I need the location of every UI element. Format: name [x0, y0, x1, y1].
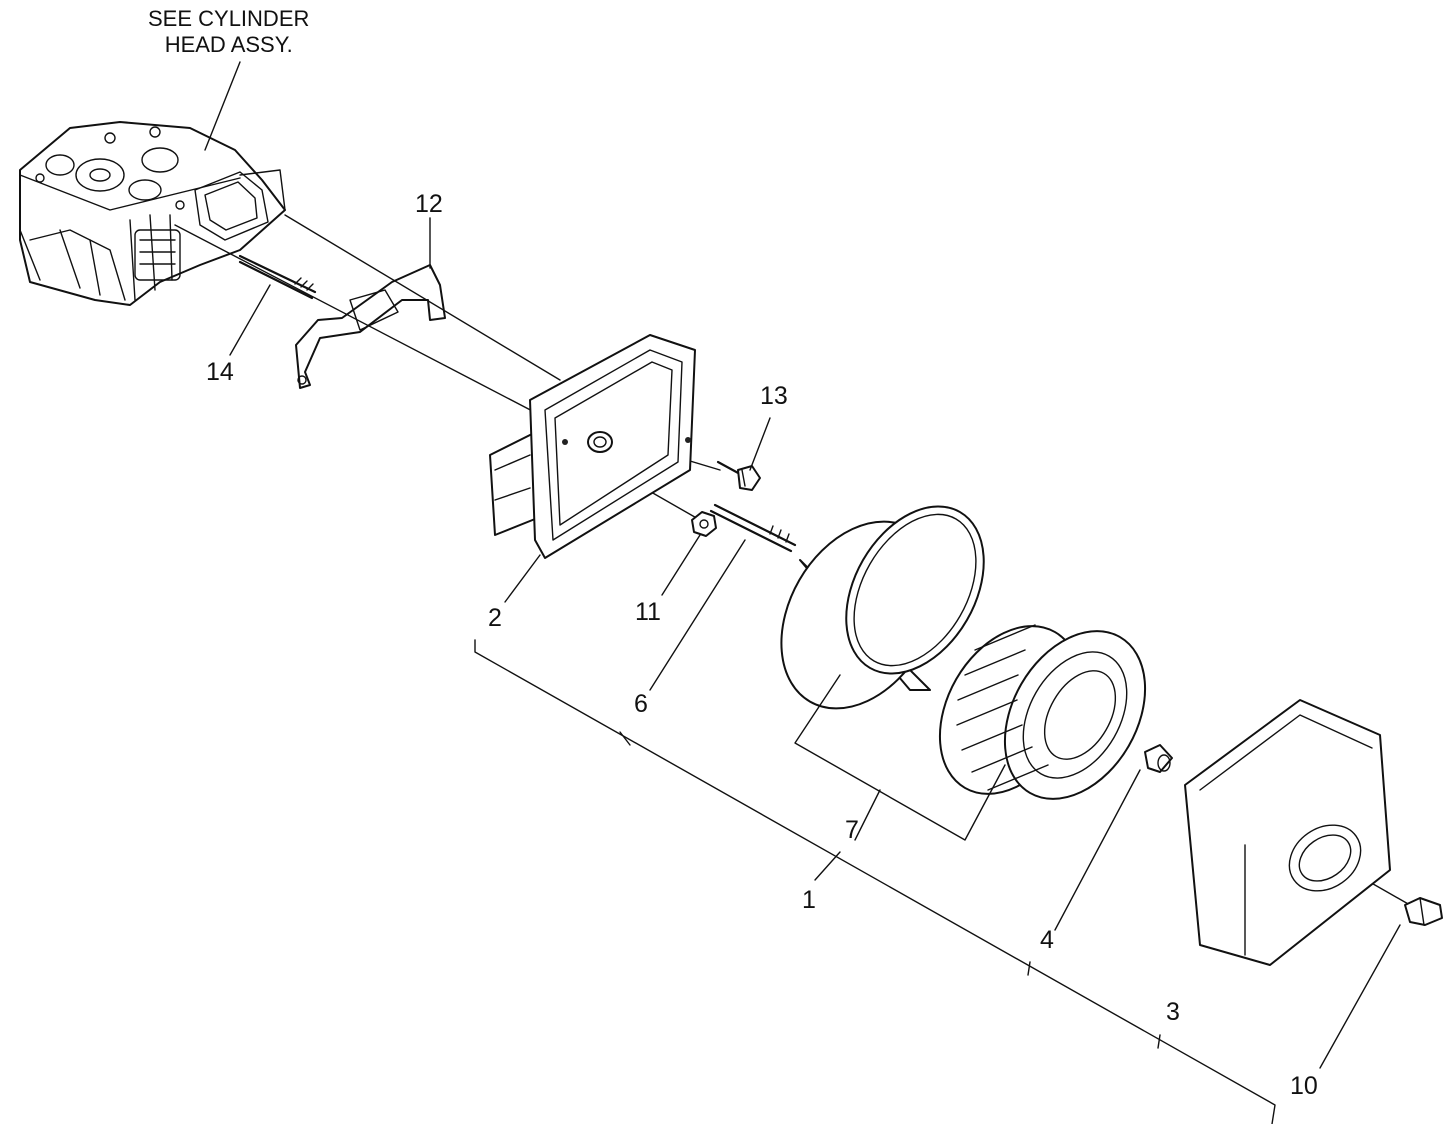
- callout-14: 14: [206, 358, 234, 386]
- air-cleaner-cover: [1184, 699, 1391, 966]
- leader-lines: [204, 61, 1401, 1124]
- callout-3: 3: [1166, 998, 1180, 1026]
- note-line-2: HEAD ASSY.: [164, 32, 293, 57]
- callout-11: 11: [635, 598, 661, 626]
- callout-12: 12: [415, 190, 443, 218]
- note-line-1: SEE CYLINDER: [148, 6, 310, 31]
- stud-14: [238, 254, 317, 300]
- air-filter-element: [938, 624, 1147, 800]
- callout-13: 13: [760, 382, 788, 410]
- cylinder-head-assembly: [19, 121, 286, 306]
- callout-7: 7: [845, 816, 859, 844]
- callout-1: 1: [802, 886, 816, 914]
- cylinder-head-note: SEE CYLINDER HEAD ASSY.: [148, 6, 309, 58]
- callout-10: 10: [1290, 1072, 1318, 1100]
- bolt-13: [716, 460, 761, 491]
- callout-4: 4: [1040, 926, 1054, 954]
- cover-knob-10: [1404, 897, 1443, 926]
- callout-2: 2: [488, 604, 502, 632]
- callout-6: 6: [634, 690, 648, 718]
- pre-cleaner-foam: [780, 505, 985, 710]
- stud-6: [709, 503, 797, 553]
- air-cleaner-base: [489, 334, 696, 559]
- nut-11: [691, 511, 717, 537]
- spacer-4: [1144, 744, 1173, 773]
